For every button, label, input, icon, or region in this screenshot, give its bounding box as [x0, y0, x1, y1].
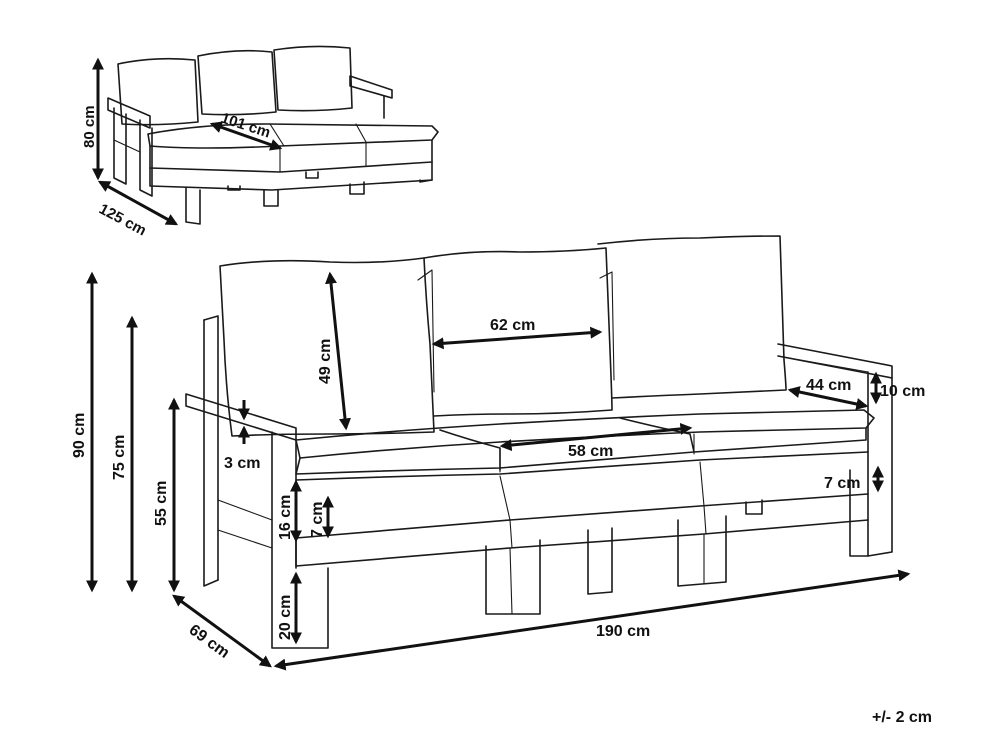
- cushion-width-label: 62 cm: [490, 317, 535, 334]
- arm-gap-label: 3 cm: [224, 455, 260, 472]
- total-width-label: 190 cm: [596, 623, 650, 640]
- depth-label: 69 cm: [186, 621, 233, 661]
- arm-height-label: 55 cm: [153, 481, 170, 526]
- arm-width-arrow: [787, 386, 869, 410]
- tolerance-note: +/- 2 cm: [872, 709, 932, 726]
- seat-cushion-label: 7 cm: [309, 502, 326, 538]
- frame-height-label: 16 cm: [277, 495, 294, 540]
- small-depth-arrow: [97, 180, 179, 226]
- side-seat-label: 7 cm: [824, 475, 860, 492]
- back-height-label: 75 cm: [111, 435, 128, 480]
- leg-height-label: 20 cm: [277, 595, 294, 640]
- seat-width-label: 58 cm: [568, 443, 613, 460]
- cushion-height-arrow: [325, 271, 351, 431]
- small-height-label: 80 cm: [81, 105, 98, 148]
- total-width-arrow: [273, 569, 911, 671]
- total-height-label: 90 cm: [71, 413, 88, 458]
- small-seat-width-arrow: [209, 121, 283, 151]
- depth-arrow: [172, 594, 272, 668]
- seat-width-arrow: [499, 422, 693, 452]
- cushion-height-label: 49 cm: [317, 339, 334, 384]
- arm-width-label: 44 cm: [806, 377, 851, 394]
- small-sofa-drawing: [107, 45, 439, 225]
- arm-thickness-label: 10 cm: [880, 383, 925, 400]
- cushion-width-arrow: [431, 326, 603, 350]
